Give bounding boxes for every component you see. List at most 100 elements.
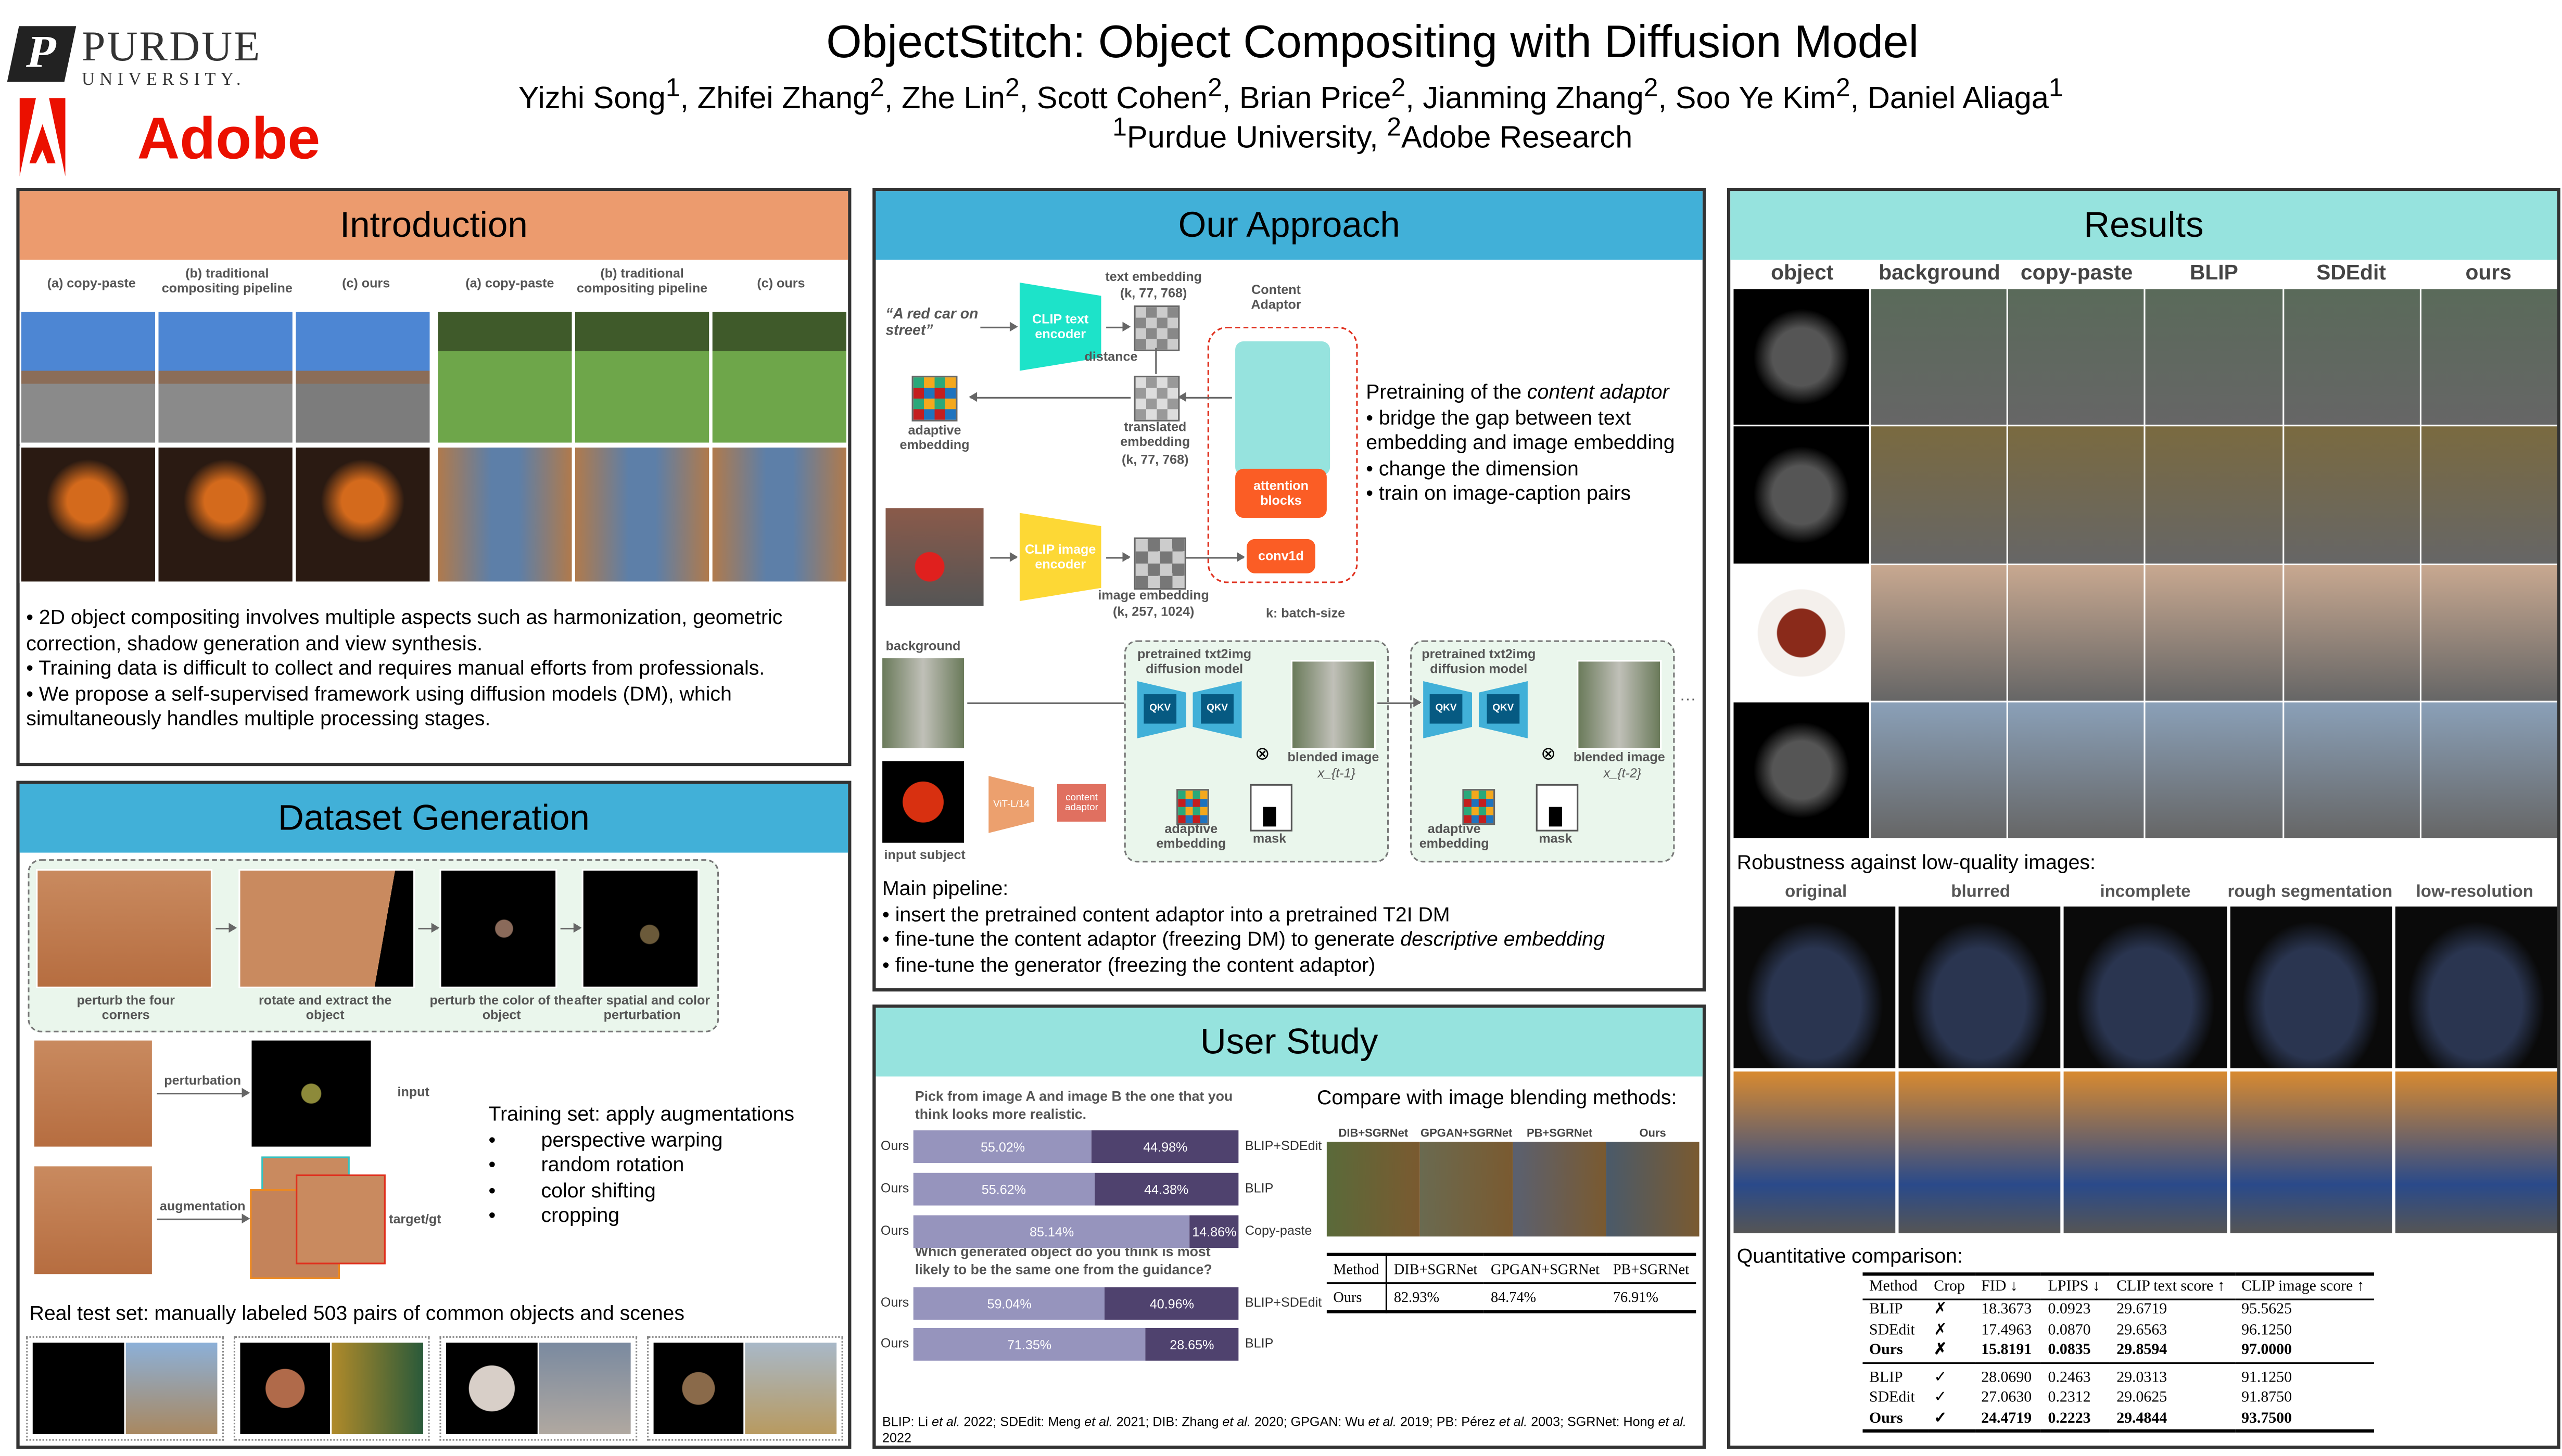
arrow-icon (1377, 697, 1422, 708)
column-label: background (1879, 260, 2000, 285)
table-cell: 97.0000 (2241, 1343, 2292, 1359)
photo-robustness (1899, 1071, 2061, 1233)
author: Yizhi Song (518, 82, 666, 117)
photo-robustness (2064, 906, 2227, 1068)
bar-segment-ours: 59.04% (913, 1287, 1106, 1320)
intro-bullets: • 2D object compositing involves multipl… (26, 606, 843, 733)
batch-size-note: k: batch-size (1265, 606, 1346, 621)
author-affiliation: 1 (665, 75, 680, 103)
table-cell: 24.4719 (1981, 1410, 2032, 1427)
arrow-icon (215, 923, 237, 933)
photo-object (1733, 701, 1870, 838)
dm-label: pretrained txt2img diffusion model (1422, 647, 1536, 677)
user-study-panel: User Study Pick from image A and image B… (872, 1004, 1706, 1449)
column-label: (b) traditional compositing pipeline (161, 266, 293, 296)
photo-umbrella-traditional (573, 310, 711, 444)
table-cell: 0.2463 (2041, 1361, 2110, 1389)
bar-right-label: BLIP (1245, 1336, 1274, 1351)
bar-right-label: Copy-paste (1245, 1223, 1312, 1238)
photo-result (1871, 427, 2007, 563)
arrow-icon (990, 552, 1018, 562)
adobe-logo: Adobe (19, 98, 330, 177)
author: Soo Ye Kim (1675, 82, 1836, 117)
arrow-icon (157, 1214, 250, 1224)
photo-result (2284, 564, 2420, 700)
photo-result (1871, 564, 2007, 700)
adaptive-label: adaptive embedding (1156, 821, 1226, 852)
bar-segment-ours: 55.02% (913, 1130, 1093, 1163)
text-embedding-grid (1134, 305, 1180, 351)
attention-blocks: attention blocks (1235, 468, 1327, 518)
table-cell: 29.8594 (2116, 1343, 2167, 1359)
table-cell: 0.2312 (2048, 1390, 2091, 1407)
aff-num: 1 (1112, 114, 1127, 143)
bullet: • fine-tune the generator (freezing the … (882, 953, 1699, 979)
ellipsis: ··· (1679, 691, 1696, 709)
table-cell: 15.8191 (1981, 1343, 2032, 1359)
section-title: Introduction (19, 191, 848, 260)
timestep-label: x_{t-1} (1317, 766, 1355, 781)
bar-left-label: Ours (880, 1295, 909, 1310)
purdue-logo: P PURDUE UNIVERSITY. (7, 23, 323, 90)
table-cell: Ours (1326, 1283, 1388, 1312)
author-affiliation: 2 (1005, 75, 1020, 103)
table-cell: 29.0625 (2116, 1390, 2167, 1407)
table-cell: ✗ (1934, 1301, 1947, 1319)
photo-blended-1 (1290, 660, 1376, 750)
aff-name: Adobe Research (1401, 121, 1633, 156)
pretraining-title: Pretraining of the content adaptor (1366, 380, 1701, 406)
photo-balls-corners (36, 869, 213, 989)
table-cell: ✗ (1934, 1343, 1947, 1359)
mask-icon (1536, 784, 1579, 832)
table-cell: 28.0690 (1974, 1361, 2041, 1389)
photo-robustness (2229, 1071, 2392, 1233)
photo-car-copy-paste (19, 310, 157, 444)
table-cell: 29.0313 (2110, 1361, 2235, 1389)
robust-labels: original blurred incomplete rough segmen… (1733, 882, 2557, 905)
image-embedding-label: image embedding (1098, 588, 1209, 603)
bar-right-label: BLIP+SDEdit (1245, 1295, 1322, 1310)
stacked-bar: 55.62%44.38% (913, 1172, 1239, 1206)
photo-gpgan (1419, 1142, 1513, 1237)
table-cell: 27.0630 (1981, 1390, 2032, 1407)
training-item: • perspective warping (488, 1128, 723, 1151)
photo-object (1733, 289, 1870, 425)
question-1: Pick from image A and image B the one th… (915, 1088, 1233, 1122)
robustness-grid (1733, 906, 2557, 1233)
column-label: (b) traditional compositing pipeline (577, 266, 708, 296)
question-2: Which generated object do you think is m… (915, 1243, 1212, 1278)
clip-text-label: CLIP text encoder (1032, 312, 1089, 342)
vit-encoder: ViT-L/14 (988, 776, 1034, 833)
aff-name: Purdue University, (1126, 121, 1387, 156)
test-set-text: Real test set: manually labeled 503 pair… (29, 1301, 684, 1325)
attention-label: attention blocks (1253, 478, 1309, 508)
conv1d-block: conv1d (1247, 539, 1315, 573)
section-title: User Study (876, 1007, 1703, 1077)
table-cell: ✓ (1934, 1410, 1947, 1427)
table-cell: 0.0835 (2048, 1343, 2091, 1359)
photo-result (2284, 289, 2420, 425)
robust-label: blurred (1951, 882, 2010, 902)
column-label: copy-paste (2020, 260, 2133, 285)
table-cell: Ours (1869, 1343, 1903, 1359)
dm-label: pretrained txt2img diffusion model (1137, 647, 1252, 677)
photo-background (880, 656, 966, 750)
clip-image-encoder: CLIP image encoder (1019, 513, 1101, 602)
section-title: Dataset Generation (19, 784, 848, 853)
table-cell: 29.6563 (2116, 1322, 2167, 1339)
adaptive-embedding-grid (1462, 789, 1495, 825)
table-header: PB+SGRNet (1606, 1254, 1696, 1284)
arrow-icon (1179, 397, 1232, 399)
bullet: • insert the pretrained content adaptor … (882, 902, 1699, 928)
bullet-text: • fine-tune the generator (freezing the … (882, 953, 1376, 976)
stacked-bar: 59.04%40.96% (913, 1287, 1239, 1320)
photo-robustness (2395, 1071, 2557, 1233)
text-embedding-shape: (k, 77, 768) (1120, 286, 1187, 301)
table-cell: Ours (1869, 1410, 1903, 1427)
column-label: ours (2465, 260, 2512, 285)
training-item-text: cropping (541, 1204, 620, 1227)
table-cell: 96.1250 (2241, 1322, 2292, 1339)
vit-label: ViT-L/14 (993, 799, 1030, 810)
